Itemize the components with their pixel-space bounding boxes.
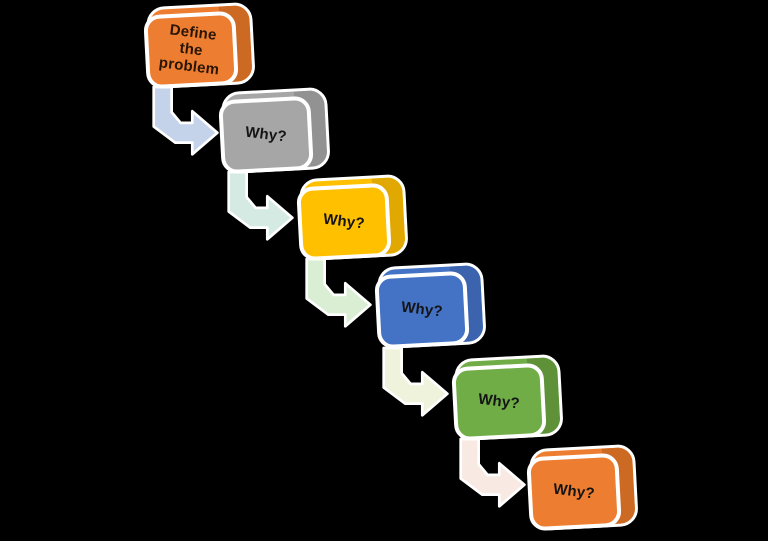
step-why-2: Why? [296, 173, 409, 262]
node-label: Why? [400, 298, 444, 321]
node-front-face: Why? [374, 270, 470, 350]
bent-arrow-connector-5 [459, 437, 526, 508]
bent-arrow-connector-2 [227, 170, 294, 241]
step-why-3: Why? [374, 261, 487, 350]
bent-arrow-shape [152, 85, 219, 156]
node-label: Why? [244, 123, 288, 146]
node-front-face: Why? [296, 182, 392, 262]
step-why-4: Why? [451, 353, 564, 442]
bent-arrow-shape [305, 257, 372, 328]
bent-arrow-connector-3 [305, 257, 372, 328]
node-label: Why? [477, 390, 521, 413]
step-why-5: Why? [526, 443, 639, 532]
bent-arrow-shape [459, 437, 526, 508]
node-label: Why? [322, 210, 366, 233]
node-front-face: Why? [526, 452, 622, 532]
bent-arrow-connector-1 [152, 85, 219, 156]
step-why-1: Why? [218, 86, 331, 175]
node-label: Define the problem [157, 21, 221, 78]
bent-arrow-shape [382, 346, 449, 417]
bent-arrow-connector-4 [382, 346, 449, 417]
node-front-face: Why? [451, 362, 547, 442]
bent-arrow-shape [227, 170, 294, 241]
node-front-face: Define the problem [143, 10, 239, 90]
node-label: Why? [552, 480, 596, 503]
step-define-the-problem: Define the problem [143, 1, 256, 90]
node-front-face: Why? [218, 95, 314, 175]
